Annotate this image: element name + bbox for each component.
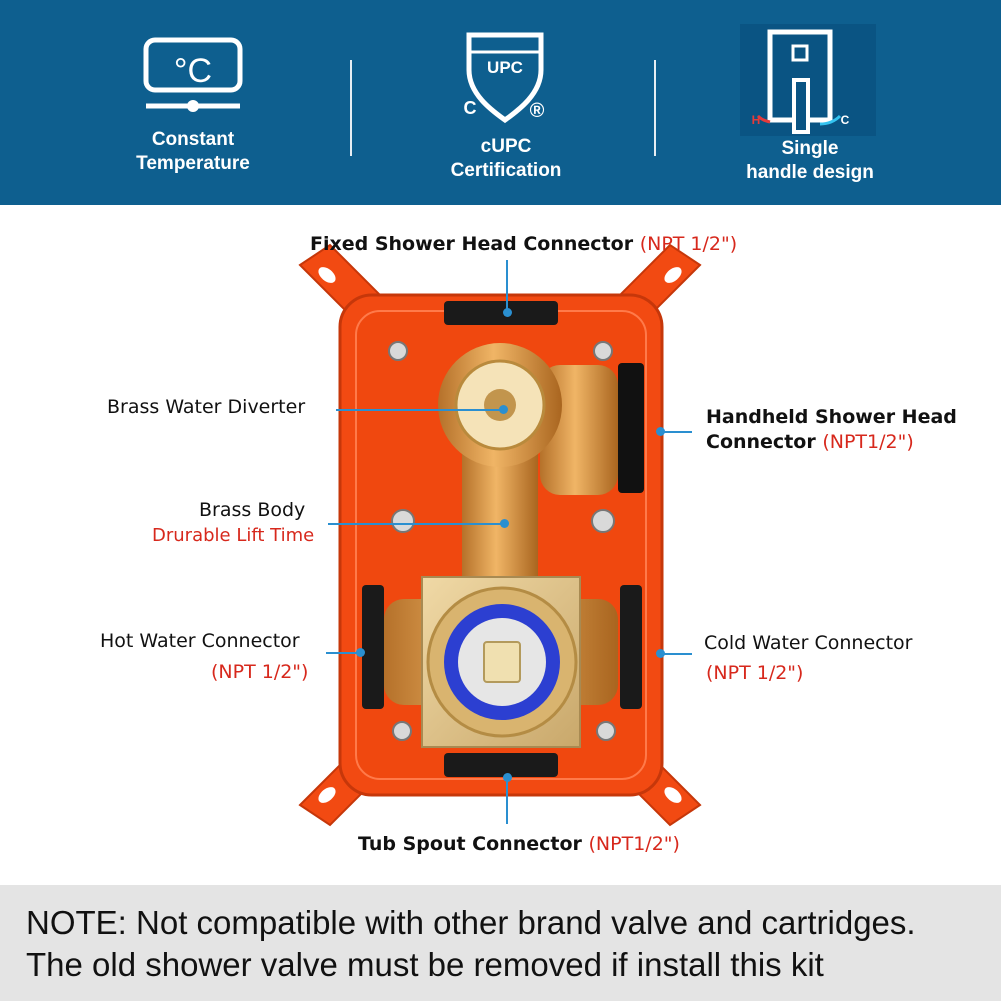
callout-label: Brass Water Diverter xyxy=(107,396,306,418)
leader-dot xyxy=(503,773,512,782)
upc-text: UPC xyxy=(487,58,523,77)
callout-cold: Cold Water Connector xyxy=(704,631,912,656)
feature-banner: °C Constant Temperature UPC C ® cUPC Cer… xyxy=(0,0,1001,205)
callout-handheld-line2: Connector (NPT1/2") xyxy=(706,430,914,455)
callout-cold-spec: (NPT 1/2") xyxy=(706,662,804,684)
leader-line xyxy=(506,778,508,824)
leader-dot xyxy=(656,427,665,436)
feature-single-handle: H C Single handle design xyxy=(690,0,930,205)
callout-hot: Hot Water Connector xyxy=(100,629,300,654)
thermometer-display-icon: °C xyxy=(143,37,243,112)
feature-label-line2: Certification xyxy=(450,160,562,181)
leader-line xyxy=(660,431,692,433)
note-line1: NOTE: Not compatible with other brand va… xyxy=(26,904,916,941)
leader-line xyxy=(506,260,508,313)
feature-constant-temperature: °C Constant Temperature xyxy=(73,0,313,205)
callout-label: Handheld Shower Head xyxy=(706,406,957,428)
leader-dot xyxy=(503,308,512,317)
leader-dot xyxy=(499,405,508,414)
leader-dot xyxy=(356,648,365,657)
callout-label: Fixed Shower Head Connector xyxy=(310,233,634,255)
feature-label-line2: handle design xyxy=(746,162,874,183)
callout-fixed-head: Fixed Shower Head Connector (NPT 1/2") xyxy=(310,232,737,257)
note-line2: The old shower valve must be removed if … xyxy=(26,946,824,983)
cold-mark: C xyxy=(841,113,850,127)
leader-line xyxy=(336,409,503,411)
cupc-shield-icon: UPC C ® xyxy=(464,32,545,124)
single-handle-icon: H C xyxy=(740,24,876,136)
callout-label: Hot Water Connector xyxy=(100,630,300,652)
leader-dot xyxy=(500,519,509,528)
celsius-symbol: °C xyxy=(174,52,212,90)
hot-mark: H xyxy=(752,113,761,127)
callout-body: Brass Body xyxy=(199,498,305,523)
c-mark: C xyxy=(464,98,477,118)
callout-tub: Tub Spout Connector (NPT1/2") xyxy=(358,832,680,857)
feature-label-line1: Single xyxy=(781,138,839,159)
callout-hot-spec: (NPT 1/2") xyxy=(211,661,309,683)
feature-label-line1: Constant xyxy=(151,129,235,150)
banner-divider xyxy=(350,60,352,156)
registered-mark: ® xyxy=(530,100,545,122)
leader-line xyxy=(326,652,360,654)
feature-label-line2: Temperature xyxy=(136,153,250,174)
leader-line xyxy=(660,653,692,655)
valve-housing-illustration xyxy=(298,243,702,827)
feature-cupc-certification: UPC C ® cUPC Certification xyxy=(386,0,626,205)
callout-spec: (NPT 1/2") xyxy=(639,233,738,255)
callout-label: Brass Body xyxy=(199,499,306,521)
callout-spec: (NPT1/2") xyxy=(822,431,914,453)
leader-line xyxy=(328,523,504,525)
compatibility-note: NOTE: Not compatible with other brand va… xyxy=(0,885,1001,1001)
feature-label-line1: cUPC xyxy=(480,136,532,157)
callout-label: Tub Spout Connector xyxy=(358,833,582,855)
callout-diverter: Brass Water Diverter xyxy=(107,395,305,420)
banner-divider xyxy=(654,60,656,156)
callout-handheld: Handheld Shower Head xyxy=(706,405,957,430)
callout-label: Connector xyxy=(706,431,816,453)
callout-spec: (NPT1/2") xyxy=(588,833,680,855)
leader-dot xyxy=(656,649,665,658)
callout-body-sub: Drurable Lift Time xyxy=(152,525,315,546)
callout-label: Cold Water Connector xyxy=(704,632,913,654)
